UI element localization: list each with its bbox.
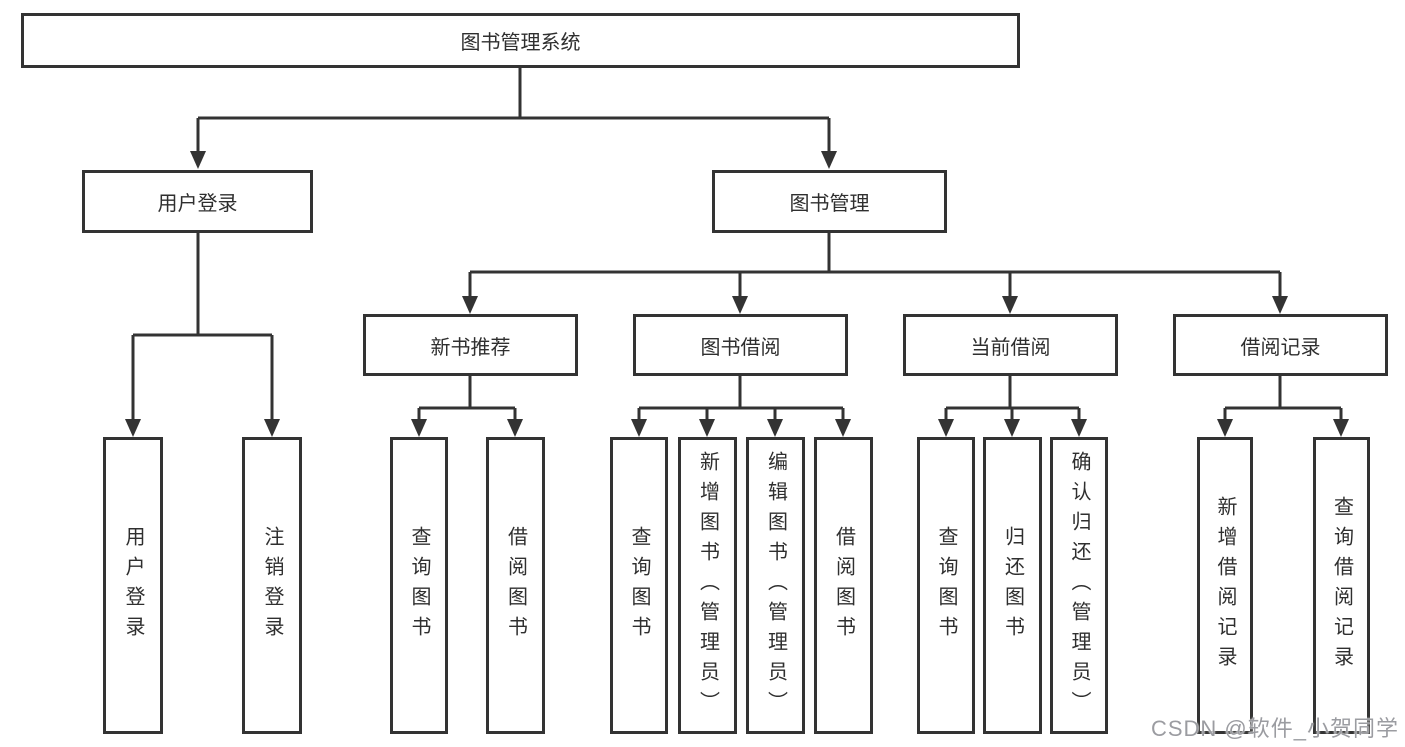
node-current-borrow: 当前借阅 (903, 314, 1118, 376)
node-label: 用户登录 (157, 193, 238, 215)
vertical-label: 确认归还（管理员） (1068, 450, 1090, 721)
node-borrow-records: 借阅记录 (1173, 314, 1388, 376)
vertical-label: 编辑图书（管理员） (764, 450, 787, 721)
vertical-label: 归还图书 (1001, 525, 1024, 646)
node-leaf-user-login: 用户登录 (103, 437, 163, 734)
vertical-label: 新增借阅记录 (1214, 495, 1236, 676)
node-leaf-query-borrow-record: 查询借阅记录 (1313, 437, 1370, 734)
node-root-label: 图书管理系统 (460, 32, 581, 54)
node-leaf-borrow-books-1: 借阅图书 (486, 437, 545, 734)
node-book-management: 图书管理 (712, 170, 947, 233)
node-label: 当前借阅 (970, 336, 1051, 359)
node-label: 图书借阅 (700, 336, 781, 359)
node-leaf-add-borrow-record: 新增借阅记录 (1197, 437, 1253, 734)
vertical-label: 查询借阅记录 (1330, 495, 1353, 676)
node-leaf-confirm-return-admin: 确认归还（管理员） (1050, 437, 1108, 734)
node-leaf-edit-book-admin: 编辑图书（管理员） (746, 437, 805, 734)
node-leaf-borrow-books-2: 借阅图书 (814, 437, 873, 734)
vertical-label: 查询图书 (408, 525, 430, 646)
node-leaf-logout: 注销登录 (242, 437, 302, 734)
node-leaf-query-books-3: 查询图书 (917, 437, 975, 734)
vertical-label: 查询图书 (935, 525, 957, 646)
vertical-label: 用户登录 (122, 525, 144, 646)
node-book-borrow: 图书借阅 (633, 314, 848, 376)
node-leaf-query-books-2: 查询图书 (610, 437, 668, 734)
node-root: 图书管理系统 (21, 13, 1020, 68)
node-label: 图书管理 (789, 193, 870, 215)
node-user-login: 用户登录 (82, 170, 313, 233)
node-leaf-add-book-admin: 新增图书（管理员） (678, 437, 737, 734)
node-new-book-recommend: 新书推荐 (363, 314, 578, 376)
vertical-label: 注销登录 (261, 525, 283, 646)
node-label: 借阅记录 (1240, 336, 1321, 359)
node-leaf-query-books-1: 查询图书 (390, 437, 448, 734)
node-label: 新书推荐 (430, 336, 511, 359)
vertical-label: 借阅图书 (504, 525, 527, 646)
watermark: CSDN @软件_小贺同学 (1150, 716, 1399, 741)
vertical-label: 新增图书（管理员） (696, 450, 719, 721)
vertical-label: 借阅图书 (832, 525, 855, 646)
vertical-label: 查询图书 (628, 525, 650, 646)
node-leaf-return-books: 归还图书 (983, 437, 1042, 734)
